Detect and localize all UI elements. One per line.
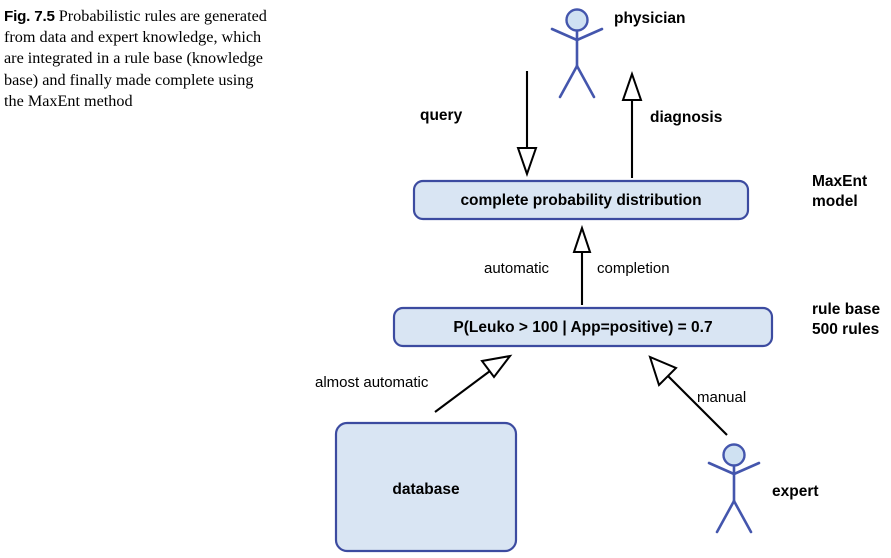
diagnosis-arrow-head-icon xyxy=(621,70,643,101)
physician-arm-left xyxy=(550,27,579,42)
figure-caption-text: Probabilistic rules are generated from d… xyxy=(4,7,267,110)
completion-label-left: automatic xyxy=(484,260,550,277)
rule-base-label: P(Leuko > 100 | App=positive) = 0.7 xyxy=(453,319,712,336)
manual-arrow-head-icon xyxy=(648,355,678,387)
completion-label-right: completion xyxy=(597,260,670,277)
rule-base-box[interactable] xyxy=(392,306,774,348)
almost-automatic-label: almost automatic xyxy=(315,374,429,391)
expert-arm-left xyxy=(707,461,736,476)
physician-head-icon xyxy=(565,8,589,32)
query-label: query xyxy=(420,107,463,124)
rule-base-side-label-line2: 500 rules xyxy=(812,321,879,338)
physician-leg-right xyxy=(575,64,596,99)
expert-arm-right xyxy=(732,461,761,476)
manual-arrow-shaft xyxy=(664,372,728,436)
completion-arrow-head-icon xyxy=(572,224,592,253)
edge-manual xyxy=(648,355,728,436)
expert-leg-right xyxy=(732,499,753,534)
edge-diagnosis xyxy=(621,70,643,178)
physician-actor xyxy=(550,8,604,99)
figure-number: Fig. 7.5 xyxy=(4,8,55,25)
complete-distribution-label: complete probability distribution xyxy=(460,192,701,209)
edge-almost-automatic xyxy=(434,354,513,413)
edge-completion xyxy=(572,224,592,305)
almost-automatic-arrow-head-icon xyxy=(480,354,513,379)
complete-distribution-box[interactable] xyxy=(412,179,750,221)
node-rule-base[interactable]: P(Leuko > 100 | App=positive) = 0.7 xyxy=(392,306,774,348)
maxent-model-label-line2: model xyxy=(812,193,858,210)
edge-query xyxy=(516,71,538,178)
diagnosis-label: diagnosis xyxy=(650,109,722,126)
expert-leg-left xyxy=(715,499,736,534)
manual-label: manual xyxy=(697,389,746,406)
expert-actor xyxy=(707,443,761,534)
expert-label: expert xyxy=(772,483,819,500)
physician-label: physician xyxy=(614,10,686,27)
query-arrow-head-icon xyxy=(516,147,538,178)
database-box[interactable] xyxy=(334,421,518,553)
figure-caption: Fig. 7.5 Probabilistic rules are generat… xyxy=(4,6,272,112)
expert-head-icon xyxy=(722,443,746,467)
database-label: database xyxy=(392,481,460,498)
node-database[interactable]: database xyxy=(334,421,518,553)
almost-automatic-arrow-shaft xyxy=(434,367,495,413)
node-complete-distribution[interactable]: complete probability distribution xyxy=(412,179,750,221)
rule-base-side-label-line1: rule base xyxy=(812,301,880,318)
physician-arm-right xyxy=(575,27,604,42)
maxent-model-label-line1: MaxEnt xyxy=(812,173,867,190)
physician-leg-left xyxy=(558,64,579,99)
